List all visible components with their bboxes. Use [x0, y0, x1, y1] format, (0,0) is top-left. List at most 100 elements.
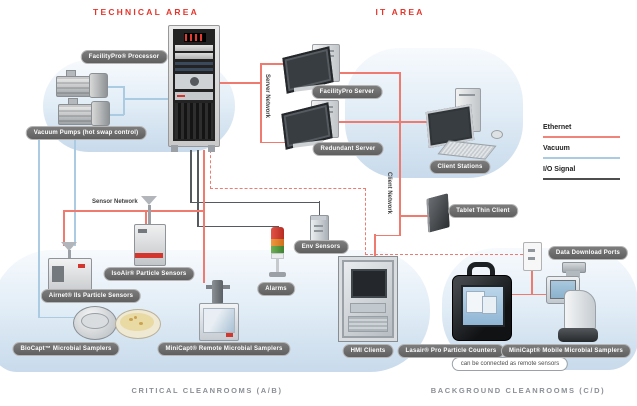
ethernet-line-down-to-hmi [374, 234, 376, 262]
isoair-label: IsoAir® Particle Sensors [103, 267, 195, 281]
airnet-logo [78, 264, 85, 268]
alarm-red-segment [271, 227, 284, 239]
minicapt-mobile-collar [566, 271, 580, 277]
minicapt-mobile-body [564, 290, 596, 334]
wall-plate [523, 242, 542, 271]
minicapt-remote-device [199, 280, 239, 341]
minicapt-remote-label: MiniCapt® Remote Microbial Samplers [157, 342, 291, 356]
ethernet-line-drop-to-isoair [145, 210, 147, 224]
client-mouse [491, 130, 503, 139]
pump-body [58, 104, 94, 125]
vacuum-line-down-airnet [74, 132, 76, 246]
rack-led-row-1 [175, 62, 213, 65]
ethernet-line-to-facilitypro-server [260, 63, 291, 65]
tablet-thin-client-label: Tablet Thin Client [448, 204, 518, 218]
ethernet-line-rack-to-minicapt-remote [203, 150, 205, 283]
legend-ethernet-line [543, 136, 620, 138]
rack-unit-1 [175, 45, 213, 51]
ethernet-line-rack-to-server-network [218, 82, 261, 84]
airnet-label: Airnet® IIs Particle Sensors [40, 289, 142, 303]
legend-io-line [543, 178, 620, 180]
env-sensor-cap [311, 216, 326, 220]
minicapt-remote-front [203, 308, 235, 333]
vacuum-line-down-biocapt [38, 132, 40, 318]
io-line-to-alarms [197, 225, 279, 227]
rack-slats [175, 103, 213, 139]
facilitypro-server-label: FacilityPro Server [311, 85, 383, 99]
isoair-particle-sensor-device [134, 196, 166, 268]
vacuum-line-pump2 [108, 114, 124, 116]
lasair-window-2 [482, 296, 497, 314]
client-tower-slot [459, 94, 475, 96]
io-line-rack-down-a [190, 150, 192, 203]
redundant-server-device [281, 100, 343, 150]
io-line-rack-down-b [197, 150, 199, 227]
hmi-control-panel [350, 303, 386, 313]
ethernet-line-server-network-vertical [260, 63, 262, 143]
vacuum-line-to-rack [123, 98, 169, 100]
sensor-network-label: Sensor Network [92, 199, 138, 205]
airnet-stem [68, 250, 71, 259]
ethernet-line-drop-to-airnet [63, 210, 65, 246]
rack-unit-2 [175, 53, 213, 59]
minicapt-mobile-label: MiniCapt® Mobile Microbial Samplers [500, 344, 632, 358]
facilitypro-server-device [282, 44, 344, 94]
ethernet-line-fp-server-to-client-network [340, 72, 400, 74]
alarms-label: Alarms [257, 282, 295, 296]
pump-body [56, 76, 92, 97]
lasair-pro-device [452, 262, 512, 341]
airnet-front-panel [52, 266, 64, 282]
minicapt-mobile-device [546, 262, 602, 344]
biocapt-colony-3 [134, 316, 137, 319]
env-sensor-device [310, 215, 329, 243]
hmi-screen [351, 269, 387, 298]
minicapt-mobile-base [558, 328, 598, 342]
isoair-stem [148, 205, 151, 225]
isoair-label-chip [138, 229, 147, 233]
tablet-slab [426, 193, 450, 233]
vacuum-line-pump1 [108, 86, 124, 88]
minicapt-remote-head [212, 280, 223, 304]
port-slot-1 [528, 249, 535, 252]
redundant-server-label: Redundant Server [312, 142, 384, 156]
airnet-funnel [61, 242, 77, 251]
ethernet-line-to-redundant-server [260, 141, 291, 143]
alarm-amber-segment [271, 239, 284, 246]
vacuum-pumps-label: Vacuum Pumps (hot swap control) [25, 126, 147, 140]
biocapt-colony-1 [129, 318, 133, 321]
client-station-device [425, 86, 507, 162]
vacuum-pump-2 [58, 98, 110, 126]
hmi-clients-label: HMI Clients [342, 344, 394, 358]
biocapt-agar [120, 313, 154, 331]
ethernet-line-corner-to-hmi [374, 234, 400, 236]
legend-vacuum-label: Vacuum [543, 145, 570, 152]
vacuum-pump-1 [56, 70, 108, 98]
legend-ethernet-label: Ethernet [543, 124, 572, 131]
ethernet-line-sensor-network-horizontal [63, 210, 204, 212]
port-slot-2 [528, 257, 535, 260]
alarm-white-segment [271, 253, 284, 259]
rack-drive-led [177, 95, 185, 97]
vacuum-line-manifold [123, 86, 125, 115]
ethernet-dashed-to-dataports [365, 254, 523, 255]
data-download-ports-label: Data Download Ports [547, 246, 629, 260]
biocapt-impactor-inner [81, 313, 109, 329]
rack-fan [190, 77, 199, 86]
env-sensors-label: Env Sensors [293, 240, 349, 254]
client-keyboard [437, 140, 497, 160]
data-download-port-plate [523, 242, 542, 271]
tablet-thin-client-device [426, 193, 453, 236]
rack-foot-left [171, 145, 178, 152]
ethernet-line-red-server-to-client-stations [335, 121, 431, 123]
isoair-funnel [141, 196, 157, 205]
legend-vacuum-line [543, 157, 620, 159]
facilitypro-processor-label: FacilityPro® Processor [80, 50, 168, 64]
client-stations-label: Client Stations [429, 160, 491, 174]
env-sensor-vent [314, 225, 323, 227]
rack-led-display [184, 33, 206, 42]
technical-area-title: TECHNICAL AREA [93, 7, 199, 17]
io-line-to-env [190, 201, 320, 203]
hmi-client-device [338, 256, 398, 342]
ethernet-line-dataports-down [531, 268, 533, 295]
